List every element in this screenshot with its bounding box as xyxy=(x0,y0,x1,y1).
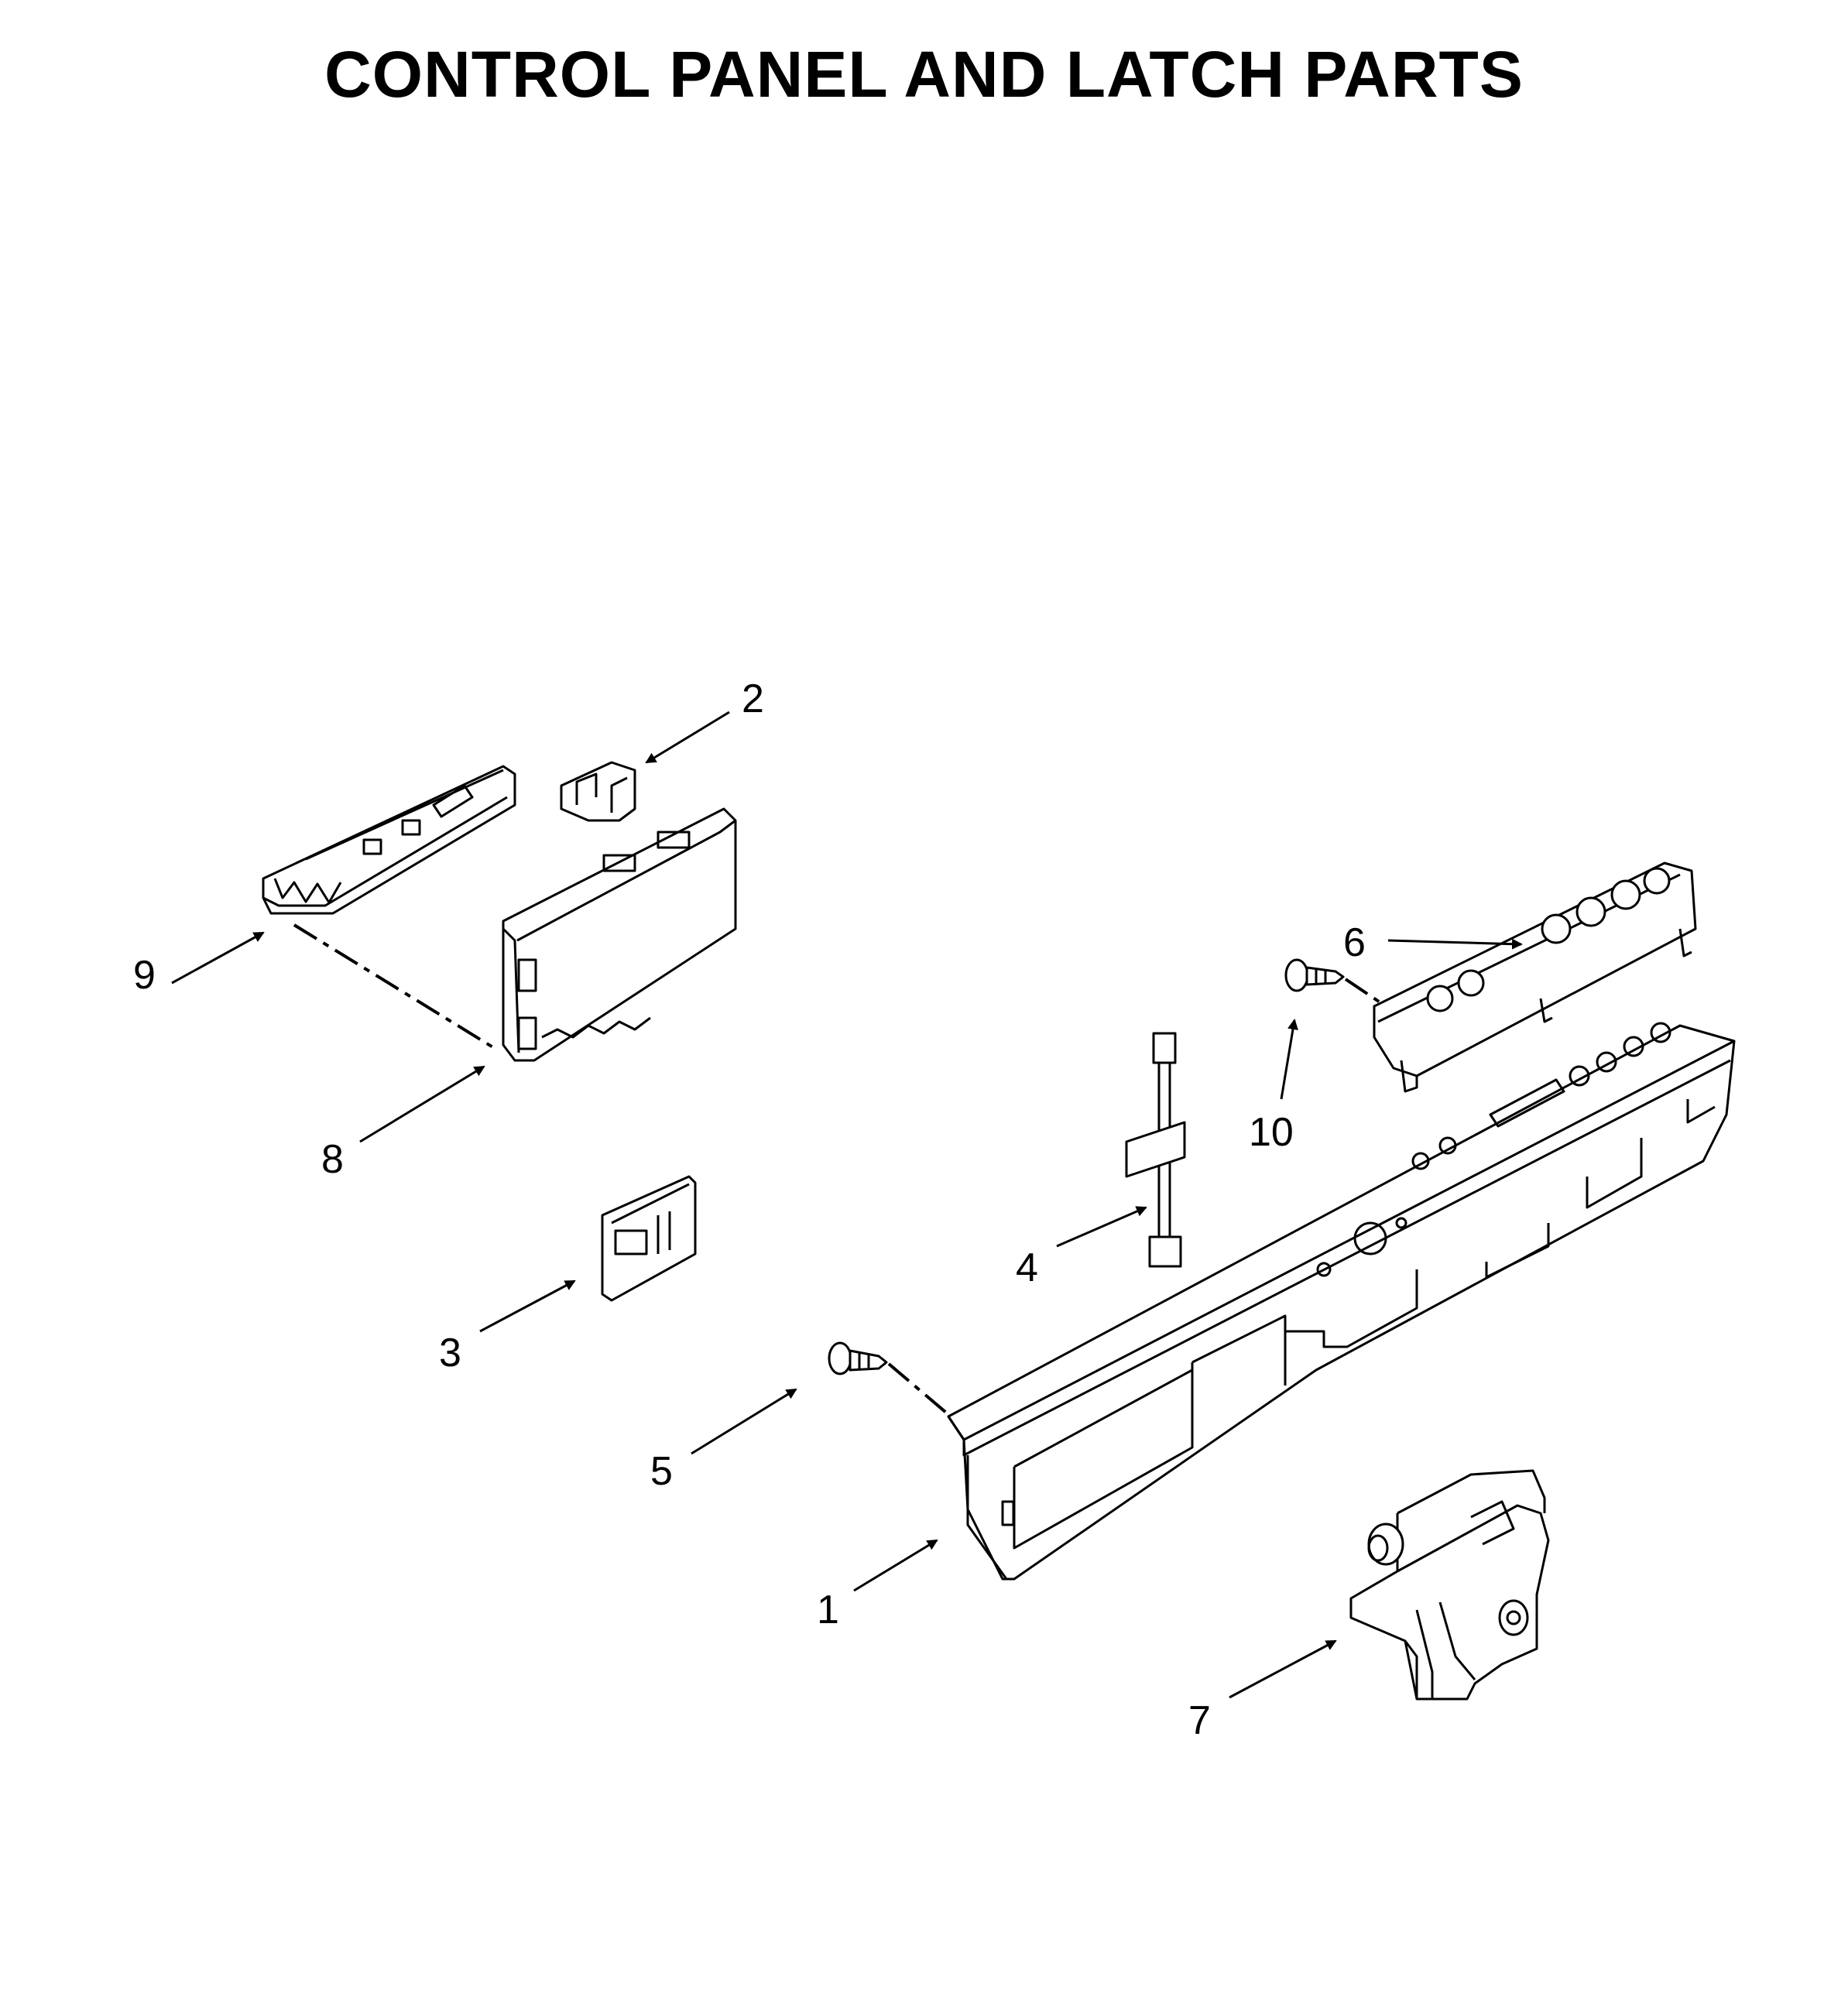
part-7-door-latch xyxy=(1349,1469,1550,1701)
part-8-control-board xyxy=(502,807,737,1062)
part-1-control-panel xyxy=(947,1022,1736,1581)
callout-6: 6 xyxy=(1343,920,1366,965)
assembly-line-10-6 xyxy=(1344,978,1387,1008)
callout-5: 5 xyxy=(650,1449,673,1494)
callout-2: 2 xyxy=(742,677,764,721)
assembly-line-9-8 xyxy=(293,923,497,1050)
part-10-screw xyxy=(1284,958,1345,992)
page-title: CONTROL PANEL AND LATCH PARTS xyxy=(324,38,1524,111)
callout-arrows xyxy=(171,711,1523,1699)
part-4-wire-harness xyxy=(1125,1032,1186,1268)
callout-8: 8 xyxy=(321,1137,344,1182)
part-9-bracket xyxy=(262,765,516,915)
callout-10: 10 xyxy=(1249,1110,1294,1155)
callout-3: 3 xyxy=(439,1331,461,1375)
callout-labels: 2 9 8 3 4 6 10 5 1 7 xyxy=(133,677,1366,1743)
callout-9: 9 xyxy=(133,953,156,998)
callout-7: 7 xyxy=(1188,1698,1211,1743)
assembly-line-5-1 xyxy=(887,1362,952,1418)
part-5-screw xyxy=(828,1341,888,1375)
callout-4: 4 xyxy=(1016,1245,1038,1290)
part-3-plate xyxy=(601,1175,697,1302)
callout-1: 1 xyxy=(817,1588,839,1632)
part-6-button-housing xyxy=(1373,861,1697,1093)
part-2-clip xyxy=(560,761,636,822)
